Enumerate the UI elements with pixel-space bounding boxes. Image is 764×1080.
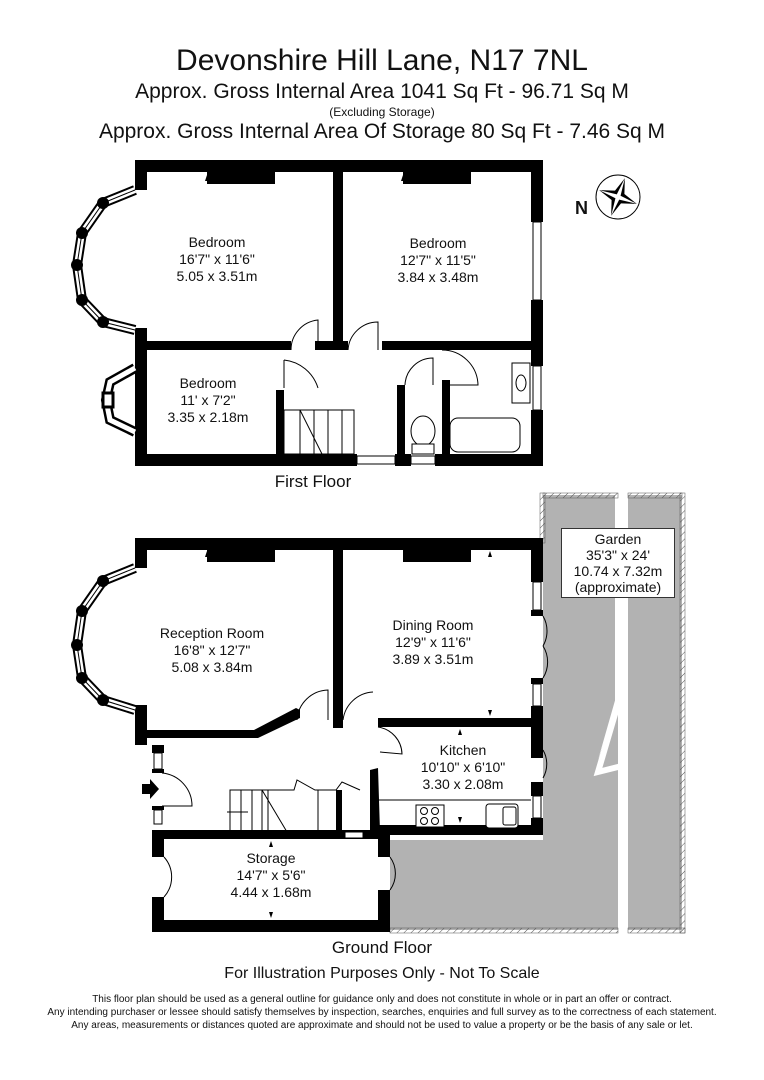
garden-approximate-note: (approximate) xyxy=(574,579,662,595)
disclaimer: This floor plan should be used as a gene… xyxy=(0,993,764,1032)
room-dimensions-imperial: 16'8" x 12'7" xyxy=(173,642,251,658)
ground-floor-plan xyxy=(71,538,549,932)
room-label-bedroom-2: Bedroom 12'7" x 11'5" 3.84 x 3.48m xyxy=(398,235,479,286)
disclaimer-line: Any intending purchaser or lessee should… xyxy=(47,1007,717,1018)
disclaimer-line: This floor plan should be used as a gene… xyxy=(92,994,672,1005)
excluding-storage-note: (Excluding Storage) xyxy=(329,105,435,119)
room-dimensions-metric: 5.05 x 3.51m xyxy=(176,268,258,284)
room-label-garden: Garden 35'3" x 24' 10.74 x 7.32m (approx… xyxy=(561,528,675,598)
room-name: Bedroom xyxy=(179,375,237,391)
room-dimensions-metric: 3.35 x 2.18m xyxy=(167,409,249,425)
room-dimensions-metric: 5.08 x 3.84m xyxy=(171,659,253,675)
room-dimensions-metric: 3.30 x 2.08m xyxy=(422,776,504,792)
not-to-scale-note: For Illustration Purposes Only - Not To … xyxy=(224,965,540,982)
room-dimensions-imperial: 14'7" x 5'6" xyxy=(236,867,306,883)
room-name: Bedroom xyxy=(188,234,246,250)
room-dimensions-metric: 4.44 x 1.68m xyxy=(230,884,312,900)
disclaimer-line: Any areas, measurements or distances quo… xyxy=(71,1020,693,1031)
compass-north-label: N xyxy=(575,198,588,218)
room-label-kitchen: Kitchen 10'10" x 6'10" 3.30 x 2.08m xyxy=(421,742,506,793)
room-label-bedroom-1: Bedroom 16'7" x 11'6" 5.05 x 3.51m xyxy=(177,234,258,285)
gross-internal-area: Approx. Gross Internal Area 1041 Sq Ft -… xyxy=(135,80,629,103)
room-dimensions-imperial: 10'10" x 6'10" xyxy=(420,759,506,775)
storage-area: Approx. Gross Internal Area Of Storage 8… xyxy=(98,120,666,143)
room-name: Reception Room xyxy=(159,625,265,641)
room-label-reception-room: Reception Room 16'8" x 12'7" 5.08 x 3.84… xyxy=(160,625,264,676)
room-dimensions-imperial: 12'9" x 11'6" xyxy=(395,634,471,650)
ground-floor-label: Ground Floor xyxy=(331,938,433,957)
room-label-bedroom-3: Bedroom 11' x 7'2" 3.35 x 2.18m xyxy=(168,375,249,426)
first-floor-label: First Floor xyxy=(274,472,352,491)
room-dimensions-imperial: 16'7" x 11'6" xyxy=(179,251,255,267)
room-name: Dining Room xyxy=(392,617,474,633)
room-name: Garden xyxy=(594,531,642,547)
room-label-dining-room: Dining Room 12'9" x 11'6" 3.89 x 3.51m xyxy=(393,617,474,668)
first-floor-plan xyxy=(71,160,543,466)
entrance-arrow-icon xyxy=(142,779,159,799)
room-name: Bedroom xyxy=(409,235,467,251)
room-name: Storage xyxy=(246,850,296,866)
compass-rose-icon xyxy=(595,174,641,220)
room-dimensions-imperial: 11' x 7'2" xyxy=(180,392,236,408)
room-dimensions-imperial: 12'7" x 11'5" xyxy=(400,252,476,268)
room-label-storage: Storage 14'7" x 5'6" 4.44 x 1.68m xyxy=(231,850,312,901)
page-title: Devonshire Hill Lane, N17 7NL xyxy=(176,44,588,77)
room-dimensions-imperial: 35'3" x 24' xyxy=(585,547,651,563)
room-dimensions-metric: 3.89 x 3.51m xyxy=(392,651,474,667)
room-name: Kitchen xyxy=(439,742,487,758)
room-dimensions-metric: 3.84 x 3.48m xyxy=(397,269,479,285)
room-dimensions-metric: 10.74 x 7.32m xyxy=(573,563,663,579)
